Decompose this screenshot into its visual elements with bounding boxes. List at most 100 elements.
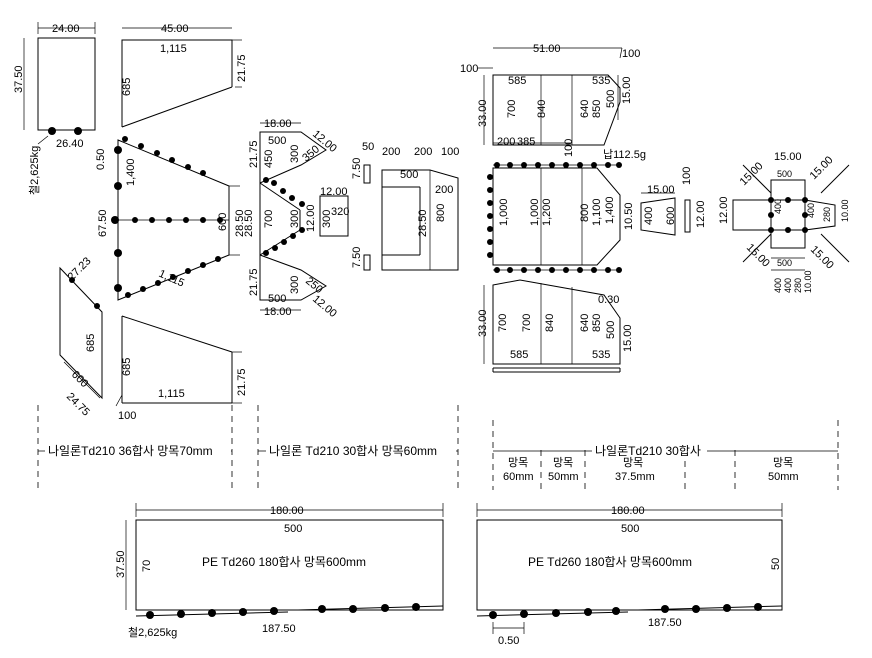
funnel-h: 28.50 — [417, 209, 429, 237]
top-box-iron: 철2,625kg — [28, 146, 41, 195]
cross-shape — [732, 164, 850, 271]
rt-h: 33.00 — [477, 99, 489, 127]
rt-mark-l: 100 — [460, 63, 478, 75]
rt-f: 850 — [591, 100, 603, 118]
cross-j: 10.00 — [840, 199, 850, 222]
right-small-parts — [640, 192, 691, 236]
rt-w: 51.00 — [533, 43, 561, 55]
left-main-wing — [111, 136, 240, 301]
rm-h: 0.30 — [598, 294, 619, 306]
col4-l1: 망목 — [773, 456, 793, 469]
pe-right-label: PE Td260 180합사 망목600mm — [528, 555, 692, 569]
label-mid: 나일론 Td210 30합사 망목60mm — [269, 444, 437, 458]
rb-f: 500 — [605, 321, 617, 339]
bot-trap-right: 21.75 — [236, 368, 248, 396]
cross-p: 12.00 — [718, 196, 730, 224]
mid-top-d: 350 — [300, 143, 322, 164]
top-trap-width: 45.00 — [161, 23, 189, 35]
col1-l2: 60mm — [503, 471, 534, 483]
mid-top-h: 21.75 — [248, 140, 260, 168]
pe-left-h: 37.50 — [115, 550, 127, 578]
rb-d: 640 — [579, 314, 591, 332]
rt-d: 840 — [536, 100, 548, 118]
cross-g: 400 — [773, 199, 783, 214]
rb-e: 850 — [591, 314, 603, 332]
mid-bot-a: 500 — [268, 293, 286, 305]
rm-d: 800 — [579, 204, 591, 222]
funnel-f: 500 — [400, 169, 418, 181]
col1-l1: 망목 — [508, 456, 528, 469]
pe-left-bottom: 187.50 — [262, 623, 296, 635]
main-e: 1,115 — [157, 268, 186, 290]
cross-a: 15.00 — [774, 151, 802, 163]
funnel-b: 200 — [382, 146, 400, 158]
rb-j: 15.00 — [622, 324, 634, 352]
mid-center-g: 300 — [321, 210, 333, 228]
mid-center-a: 700 — [263, 210, 275, 228]
main-d: 600 — [217, 213, 229, 231]
rm-b: 1,000 — [529, 198, 541, 226]
funnel-d: 100 — [441, 146, 459, 158]
mid-center-e: 320 — [331, 206, 349, 218]
mid-center-f: 12.00 — [320, 186, 348, 198]
side-a: 27.23 — [66, 255, 94, 283]
pe-right-right: 50 — [770, 558, 782, 570]
top-box-bottom: 26.40 — [56, 138, 84, 150]
col4-l2: 50mm — [768, 471, 799, 483]
pe-left-label: PE Td260 180합사 망목600mm — [202, 555, 366, 569]
funnel-i: 800 — [435, 204, 447, 222]
rb-b: 700 — [521, 314, 533, 332]
side-d: 24.75 — [64, 391, 92, 419]
rt-c: 700 — [506, 100, 518, 118]
col3-l2: 37.5mm — [615, 471, 655, 483]
rt-a: 585 — [508, 75, 526, 87]
bot-trap-mark: 100 — [118, 410, 136, 422]
left-bottom-trapezoid — [115, 315, 242, 407]
pe-right-w: 180.00 — [611, 505, 645, 517]
pe-left-panel — [125, 503, 444, 619]
cross-h: 400 — [806, 203, 816, 218]
rt-l: 100 — [563, 139, 575, 157]
main-c: 67.50 — [97, 209, 109, 237]
mid-bot-e: 12.00 — [310, 293, 339, 320]
mid-bot-w: 18.00 — [264, 306, 292, 318]
mid-center-d: 12.00 — [305, 204, 317, 232]
cross-o: 10.00 — [803, 270, 813, 293]
label-right: 나일론Td210 30합사 — [595, 444, 701, 458]
cross-e: 15.00 — [808, 244, 836, 272]
pe-left-left: 70 — [141, 560, 153, 572]
funnel-c: 200 — [414, 146, 432, 158]
rs-a: 15.00 — [647, 184, 675, 196]
pe-left-top: 500 — [284, 523, 302, 535]
rt-e: 640 — [579, 100, 591, 118]
mid-bot-h: 21.75 — [248, 268, 260, 296]
rt-j: 200 — [497, 136, 515, 148]
rm-c: 1,200 — [541, 198, 553, 226]
lead-weight: 납112.5g — [603, 148, 646, 161]
mid-center-c: 300 — [289, 210, 301, 228]
rs-e: 12.00 — [695, 200, 707, 228]
left-top-box — [23, 22, 96, 145]
mid-bot-b: 300 — [289, 276, 301, 294]
bot-trap-bottom: 1,115 — [158, 388, 185, 400]
rb-h: 33.00 — [477, 309, 489, 337]
top-trap-right: 21.75 — [236, 54, 248, 82]
side-b: 685 — [85, 334, 97, 352]
main-b: 1,400 — [125, 158, 137, 186]
funnel-j: 7.50 — [351, 247, 363, 268]
mid-top-w: 18.00 — [264, 118, 292, 130]
bot-trap-left: 685 — [121, 358, 133, 376]
mid-top-c: 300 — [289, 145, 301, 163]
top-trap-top: 1,115 — [160, 43, 187, 55]
funnel-a: 50 — [362, 141, 374, 153]
cross-k: 500 — [777, 258, 792, 268]
pe-right-spacing: 0.50 — [498, 635, 519, 647]
top-box-height: 37.50 — [13, 65, 25, 93]
side-c: 600 — [69, 369, 90, 390]
pe-right-top: 500 — [621, 523, 639, 535]
cross-f: 500 — [777, 169, 792, 179]
rb-a: 700 — [497, 314, 509, 332]
col3-l1: 망목 — [623, 456, 643, 469]
top-trap-left: 685 — [121, 78, 133, 96]
